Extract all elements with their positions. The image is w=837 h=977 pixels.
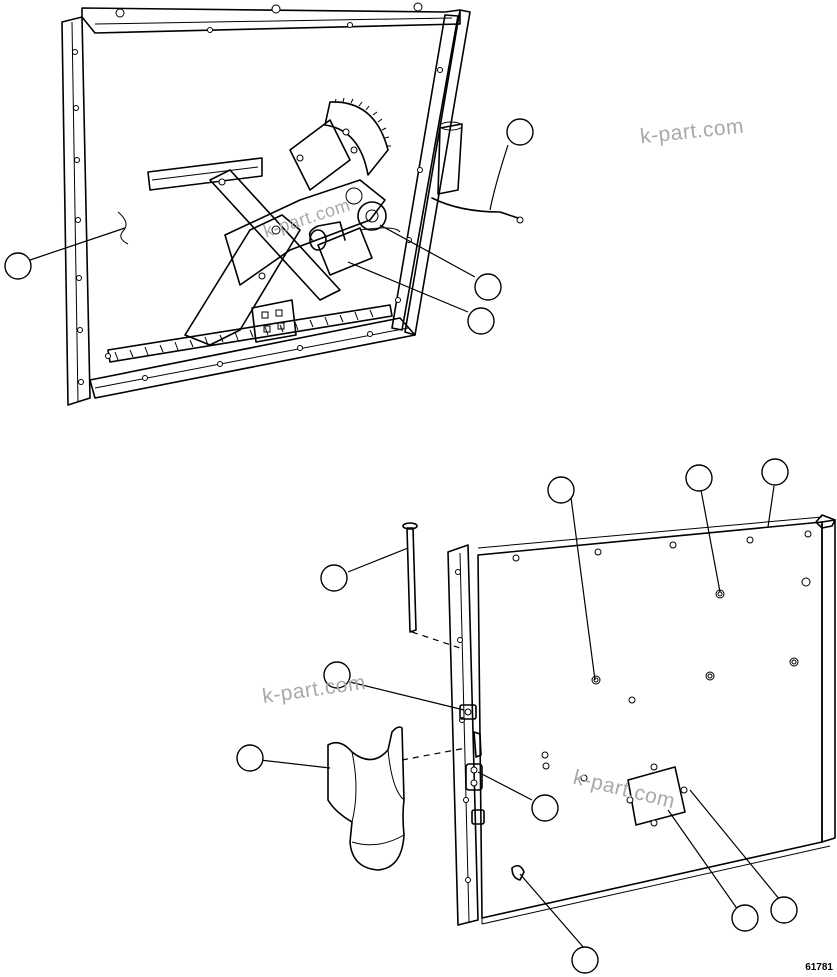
panel-fasteners [512,530,812,782]
callout-balloon [770,896,798,924]
callout-balloon [547,476,575,504]
callout-balloon [4,252,32,280]
hinge-pin [402,522,418,633]
callout-balloon [731,904,759,932]
callout-balloon [323,661,351,689]
callout-balloon [531,794,559,822]
callout-balloon [506,118,534,146]
access-cover [626,763,688,827]
callout-leaders [29,144,781,949]
callout-balloon [467,307,495,335]
door-frame-assembly [61,2,524,406]
sleeve-cover [327,726,405,871]
callout-balloon [685,464,713,492]
door-trim-panel-assembly [327,514,836,926]
figure-number: 61781 [805,962,833,973]
callout-balloons [4,118,798,974]
frame-holes [72,2,443,385]
callout-balloon [320,564,348,592]
callout-balloon [761,458,789,486]
callout-balloon [236,744,264,772]
callout-balloon [474,273,502,301]
callout-balloon [571,946,599,974]
